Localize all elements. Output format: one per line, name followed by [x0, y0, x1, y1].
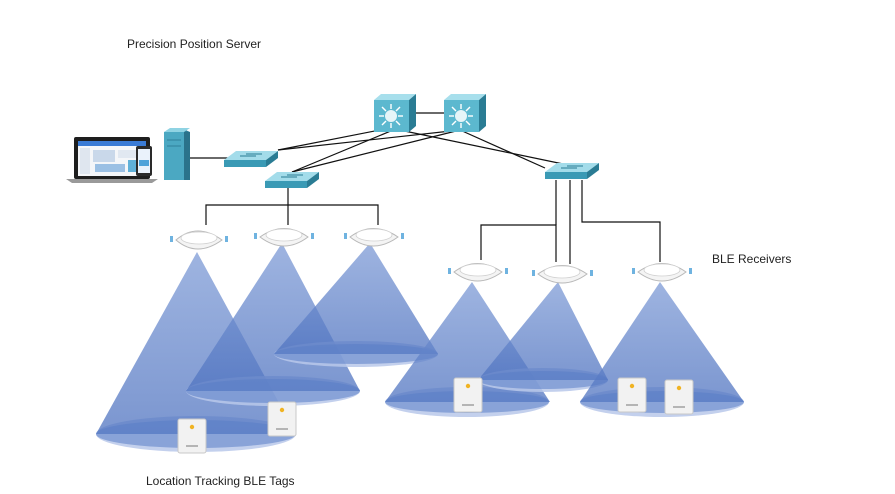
laptop-icon [66, 137, 158, 183]
ble-receivers [170, 228, 692, 284]
switch-icon-right [545, 163, 599, 179]
receivers-label: BLE Receivers [712, 252, 792, 266]
ble-tag-icon-4 [617, 377, 647, 413]
switch-icon-left [265, 172, 319, 188]
coverage-beam-3 [274, 243, 438, 367]
ble-receiver-icon-2 [254, 228, 314, 247]
ble-receiver-icon-3 [344, 228, 404, 247]
coverage-beam-5 [478, 282, 608, 392]
ble-tag-icon-2 [267, 401, 297, 437]
ble-tag-icon-5 [664, 379, 694, 415]
ble-tag-icon-3 [453, 377, 483, 413]
ble-receiver-icon-5 [532, 265, 593, 284]
coverage-beam-6 [580, 282, 744, 417]
ble-tag-icon-1 [177, 418, 207, 454]
ble-receiver-icon-1 [170, 230, 228, 250]
server-label: Precision Position Server [127, 37, 262, 51]
switch-icon-server [224, 151, 278, 167]
network-links [190, 112, 661, 264]
tags-label: Location Tracking BLE Tags [146, 474, 295, 488]
ble-receiver-icon-6 [632, 263, 692, 282]
ble-tags [177, 377, 694, 454]
server-icon [164, 128, 190, 180]
core-switch-icon-1 [374, 94, 416, 132]
ble-receiver-icon-4 [448, 263, 508, 282]
core-switch-icon-2 [444, 94, 486, 132]
